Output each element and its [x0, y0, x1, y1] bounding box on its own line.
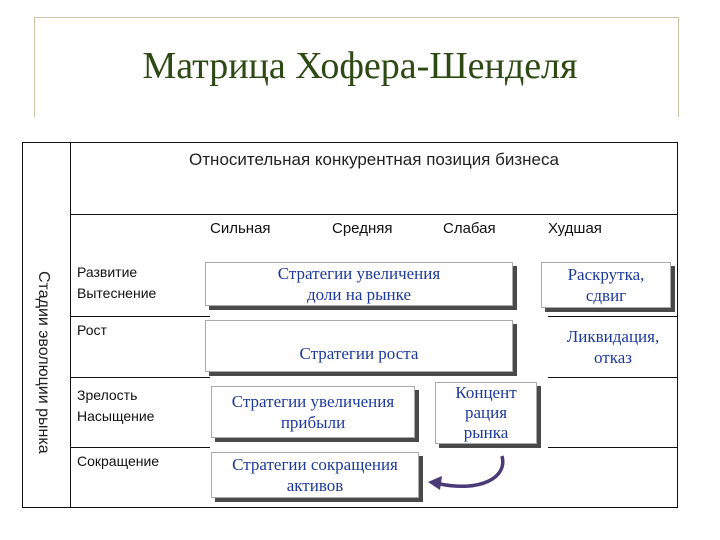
strategy-concentration-box: Концент рация рынка: [435, 382, 537, 444]
column-header-strong: Сильная: [210, 220, 271, 237]
row-label-line: Вытеснение: [77, 285, 157, 301]
strategy-line: Ликвидация,: [566, 327, 660, 346]
strategy-line: доли на рынке: [306, 285, 412, 304]
strategy-market-share-box: Стратегии увеличения доли на рынке: [205, 262, 513, 306]
row-divider-2: [70, 377, 210, 378]
strategy-line: Стратегии увеличения: [277, 264, 441, 283]
arrow-head: [428, 476, 442, 490]
row-label-maturity: Зрелость Насыщение: [77, 385, 154, 427]
row-label-line: Зрелость: [77, 387, 138, 403]
row-divider-right-1: [548, 316, 678, 317]
strategy-line: рынка: [463, 423, 509, 442]
row-label-line: Рост: [77, 322, 107, 338]
strategy-line: активов: [286, 476, 344, 495]
header-divider: [70, 214, 678, 215]
strategy-line: рация: [464, 403, 508, 422]
row-label-growth: Рост: [77, 320, 107, 341]
row-divider-right-2: [548, 377, 678, 378]
row-divider-right-3: [548, 447, 678, 448]
row-label-development: Развитие Вытеснение: [77, 262, 156, 304]
left-decorative-line: [34, 17, 35, 117]
column-header-worst: Худшая: [548, 220, 602, 237]
row-label-line: Сокращение: [77, 453, 160, 469]
x-axis-label: Относительная конкурентная позиция бизне…: [189, 150, 559, 169]
strategy-line: Стратегии сокращения: [232, 455, 398, 474]
strategy-line: прибыли: [280, 413, 346, 432]
row-divider-1: [70, 316, 210, 317]
top-decorative-line: [34, 17, 678, 18]
strategy-line: Раскрутка,: [567, 265, 645, 284]
row-label-decline: Сокращение: [77, 451, 159, 472]
strategy-profit-box: Стратегии увеличения прибыли: [211, 386, 415, 438]
column-header-weak: Слабая: [443, 220, 496, 237]
row-divider-3: [70, 447, 210, 448]
page-title: Матрица Хофера-Шенделя: [142, 45, 578, 87]
y-axis-label: Стадии эволюции рынка: [35, 270, 52, 454]
strategy-promotion-box: Раскрутка, сдвиг: [541, 262, 671, 308]
strategy-growth-box: Стратегии роста: [205, 320, 513, 372]
arrow-curve: [439, 455, 505, 489]
row-label-line: Насыщение: [77, 408, 155, 424]
row-label-line: Развитие: [77, 264, 138, 280]
strategy-asset-reduction-box: Стратегии сокращения активов: [211, 452, 419, 498]
strategy-line: сдвиг: [585, 286, 627, 305]
strategy-line: Стратегии увеличения: [231, 392, 395, 411]
axis-divider-vertical: [70, 142, 71, 508]
column-header-medium: Средняя: [332, 220, 393, 237]
strategy-liquidation-text: Ликвидация, отказ: [548, 326, 678, 368]
transition-arrow: [428, 455, 505, 490]
strategy-line: Стратегии роста: [299, 343, 419, 363]
strategy-line: Концент: [455, 383, 517, 402]
strategy-line: отказ: [594, 348, 632, 367]
matrix-frame: [22, 142, 678, 508]
right-decorative-line: [678, 17, 679, 117]
